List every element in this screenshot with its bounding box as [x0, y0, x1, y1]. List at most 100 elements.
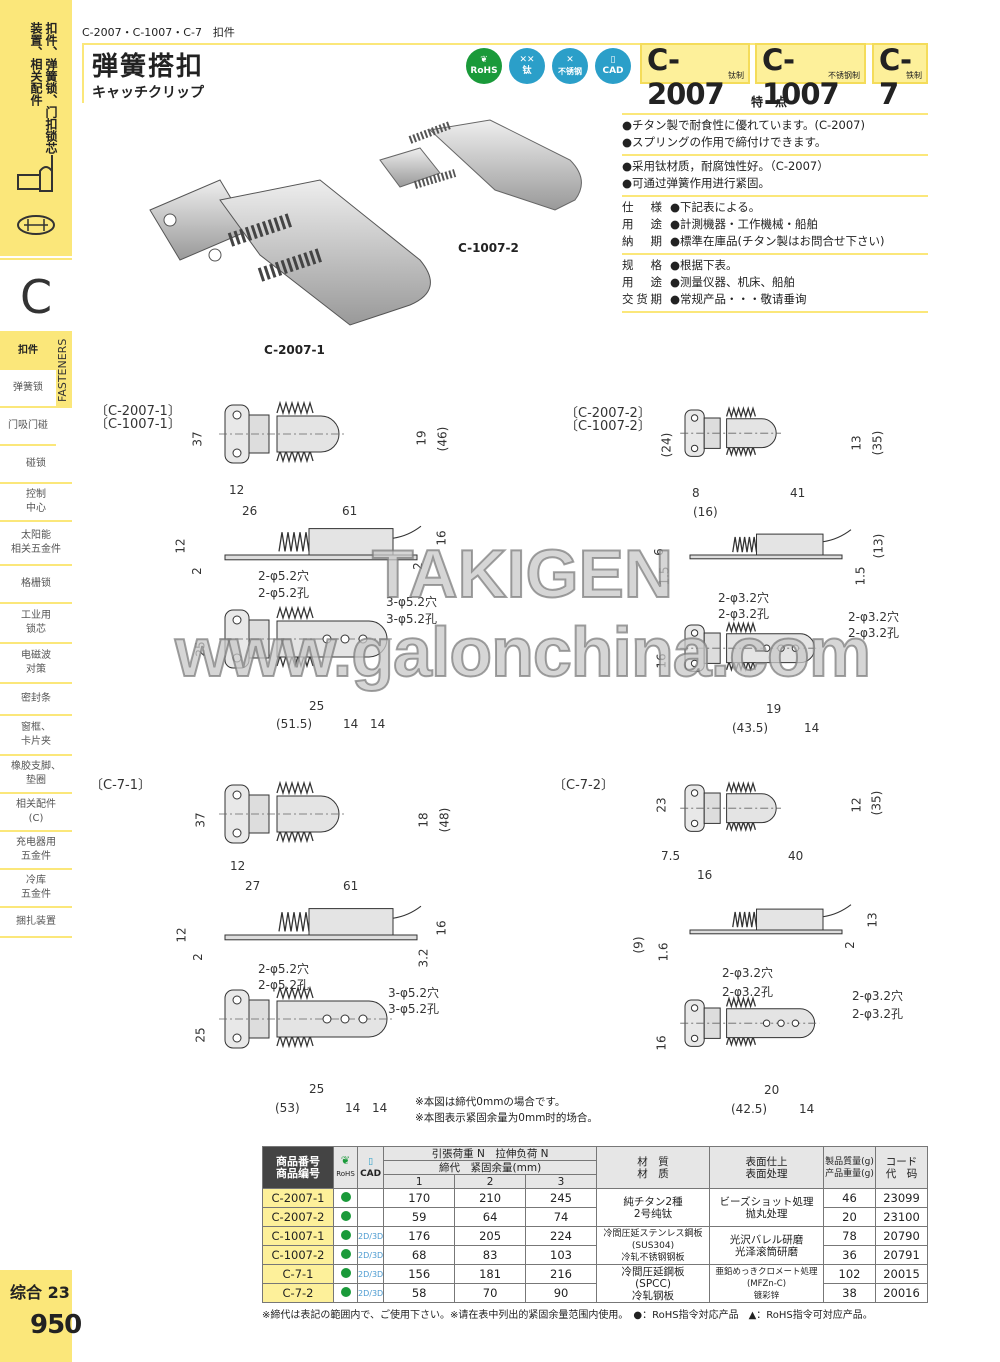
dimension-label: 2-φ5.2孔	[258, 586, 309, 600]
dimension-label: (13)	[871, 533, 886, 559]
spec-table: 商品番号 商品编号 ❦RoHS ▯CAD 引張荷重 N 拉伸负荷 N 材 質 材…	[262, 1146, 928, 1303]
cell-load-3: 103	[525, 1245, 597, 1265]
dimension-label: (16)	[693, 505, 718, 519]
dimension-label: (24)	[659, 432, 674, 458]
col-material: 材 質 材 质	[596, 1146, 710, 1189]
sidebar-item[interactable]: 太阳能 相关五金件	[0, 522, 72, 566]
spring-coil	[276, 448, 314, 464]
latch-lever	[726, 633, 816, 664]
dimension-label: 16	[434, 920, 449, 936]
sidebar-item[interactable]: 捆扎装置	[0, 908, 72, 938]
cell-cad[interactable]: 2D/3D	[356, 1264, 385, 1284]
spring-coil	[732, 911, 758, 928]
cell-load-1: 156	[383, 1264, 456, 1284]
mount-hole	[690, 659, 699, 668]
cell-cad[interactable]: 2D/3D	[356, 1245, 385, 1265]
mount-hole	[232, 653, 242, 663]
cell-weight: 46	[823, 1188, 876, 1208]
side-tongue	[822, 904, 852, 918]
dimension-label: 3-φ5.2穴	[388, 986, 439, 1000]
rohs-leaf-icon: ❦RoHS	[466, 48, 502, 84]
col-1: 1	[383, 1174, 456, 1189]
dimension-label: 7.5	[661, 849, 681, 863]
spring-coil	[725, 1034, 757, 1048]
dimension-label: (53)	[275, 1101, 300, 1115]
dimension-label: 2-φ3.2孔	[852, 1007, 903, 1021]
col-code: 商品番号 商品编号	[262, 1146, 334, 1189]
latch-lever	[726, 1008, 816, 1039]
section-letter: C	[0, 258, 72, 333]
dimension-label: 2-φ3.2穴	[718, 591, 769, 605]
sidebar-item[interactable]: 密封条	[0, 684, 72, 716]
cell-rohs	[333, 1264, 358, 1284]
breadcrumb: C-2007・C-1007・C-7 扣件	[82, 26, 235, 39]
sidebar-item[interactable]: 充电器用 五金件	[0, 832, 72, 870]
mount-hole	[232, 828, 242, 838]
side-body	[756, 908, 824, 931]
rohs-dot-icon	[340, 1249, 351, 1259]
col-2: 2	[454, 1174, 527, 1189]
lever-hole	[777, 1019, 785, 1027]
sidebar-item[interactable]: 相关配件 (C)	[0, 794, 72, 832]
sidebar-item[interactable]: 碰锁	[0, 446, 72, 484]
dimension-label: 14	[799, 1102, 815, 1116]
spec-key: 納期	[622, 234, 662, 248]
spring-coil	[725, 406, 757, 419]
photo-label: C-1007-2	[458, 241, 519, 255]
spec-line: 納期 ●標準在庫品(チタン製はお問合せ下さい)	[622, 233, 928, 250]
page-number: 950	[30, 1310, 82, 1340]
side-body	[308, 528, 394, 556]
cell-cad[interactable]: 2D/3D	[356, 1283, 385, 1303]
cell-load-2: 181	[454, 1264, 527, 1284]
spring-coil	[732, 536, 758, 553]
sidebar-item[interactable]: 窗框、 卡片夹	[0, 716, 72, 756]
lever-hole	[322, 1014, 332, 1024]
cell-surface: ビーズショット処理 抛丸处理	[709, 1188, 824, 1227]
drawing-title: 〔C-2007-2〕 〔C-1007-2〕	[565, 406, 651, 434]
dimension-label: 14	[372, 1101, 388, 1115]
cell-weight: 102	[823, 1264, 876, 1284]
dimension-label: (46)	[435, 426, 450, 452]
sidebar-item[interactable]: 冷库 五金件	[0, 870, 72, 908]
sidebar-item[interactable]: 弹簧锁	[0, 370, 56, 408]
sidebar-item[interactable]: 橡胶支脚、 垫圈	[0, 756, 72, 794]
rohs-dot-icon	[340, 1230, 351, 1240]
dimension-label: 12	[173, 538, 188, 554]
lever-hole	[358, 634, 368, 644]
mount-hole	[690, 1004, 699, 1012]
col-rohs: ❦RoHS	[333, 1146, 358, 1189]
sidebar-item[interactable]: 门吸门碰	[0, 408, 56, 446]
mount-hole	[690, 629, 699, 637]
spring-coil	[278, 532, 310, 552]
cell-cad[interactable]	[356, 1207, 385, 1227]
cell-cad[interactable]: 2D/3D	[356, 1226, 385, 1246]
col-3: 3	[525, 1174, 597, 1189]
cell-load-1: 170	[383, 1188, 456, 1208]
side-base	[689, 554, 843, 560]
cell-rohs	[333, 1245, 358, 1265]
cell-load-2: 70	[454, 1283, 527, 1303]
spring-coil	[725, 659, 757, 673]
c2007-1-photo	[149, 179, 431, 326]
sidebar-item[interactable]: 格栅锁	[0, 566, 72, 604]
sidebar-item[interactable]: 电磁波 对策	[0, 644, 72, 684]
dimension-label: 26	[242, 504, 258, 518]
spec-value: ●標準在庫品(チタン製はお問合せ下さい)	[670, 234, 885, 248]
dimension-label: 12	[849, 797, 864, 813]
drawing-notes: ※本図は締代0mmの場合です。 ※本图表示紧固余量为0mm时的场合。	[415, 1094, 598, 1126]
rohs-dot-icon	[340, 1268, 351, 1278]
cell-cad[interactable]	[356, 1188, 385, 1208]
sidebar-item[interactable]: 工业用 锁芯	[0, 604, 72, 644]
cell-code: C-1007-1	[262, 1226, 334, 1246]
cell-load-3: 224	[525, 1226, 597, 1246]
spring-coil	[276, 780, 314, 796]
drawing-title: 〔C-7-1〕	[90, 778, 152, 793]
sidebar-item[interactable]: 扣件	[0, 333, 56, 370]
sidebar-item[interactable]: 控制 中心	[0, 484, 72, 522]
cell-load-1: 58	[383, 1283, 456, 1303]
side-tongue	[822, 529, 852, 543]
dimension-label: 61	[342, 504, 358, 518]
watermark-brand: TAKIGEN	[371, 535, 674, 613]
dimension-label: (42.5)	[731, 1102, 768, 1116]
